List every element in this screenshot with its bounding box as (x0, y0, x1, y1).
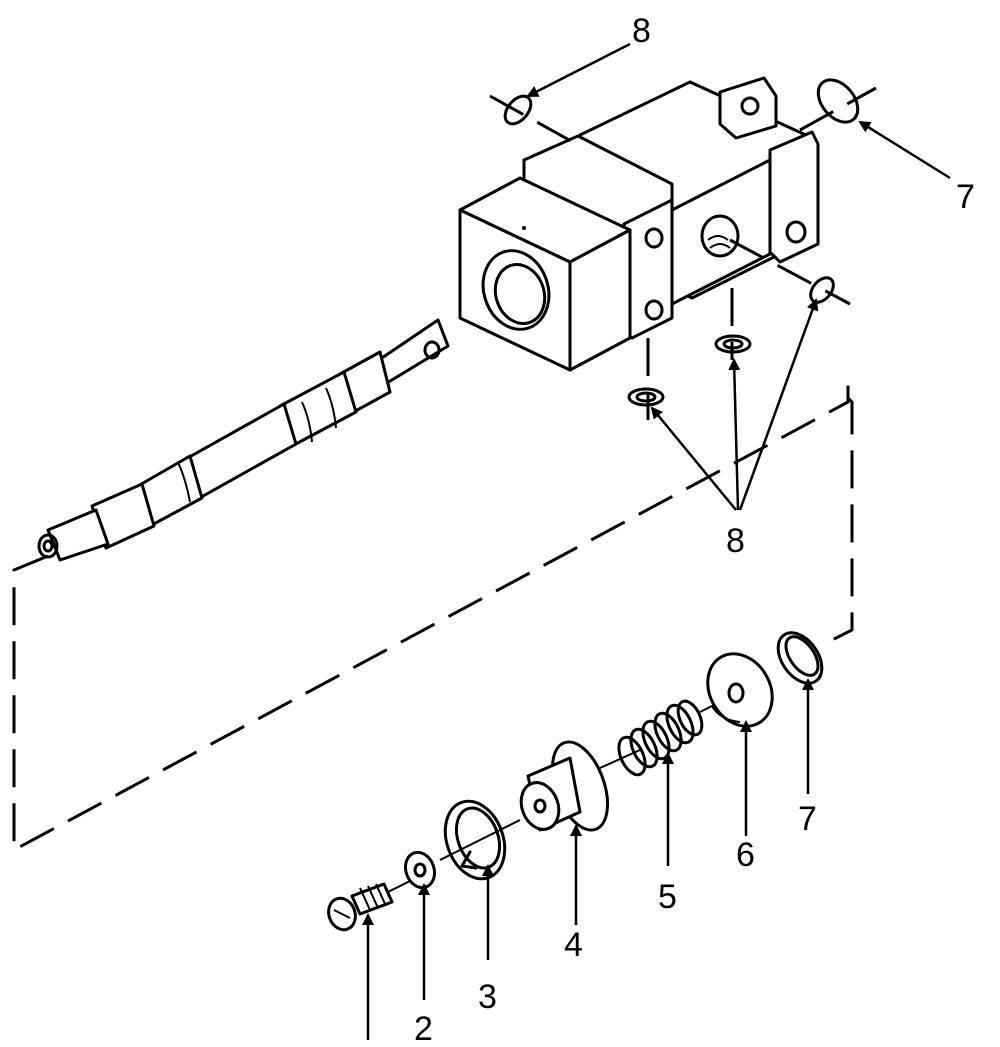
callout-6: 6 (736, 836, 755, 874)
valve-body-housing (458, 76, 820, 372)
callout-8-top: 8 (632, 12, 651, 50)
washer-part-2 (403, 850, 437, 890)
retaining-ring-part-3 (439, 799, 521, 881)
callout-5: 5 (658, 878, 677, 916)
spool-shaft (37, 318, 450, 562)
callout-7-top: 7 (956, 178, 975, 216)
callout-3: 3 (478, 978, 497, 1016)
callout-7-bottom: 7 (798, 800, 817, 838)
o-ring-top-left (489, 94, 581, 148)
assembly-dash-loop (12, 384, 854, 853)
plunger-part-4 (519, 740, 609, 832)
callout-8-middle: 8 (726, 522, 745, 560)
spring-part-5 (599, 699, 717, 777)
o-ring-lower-2 (714, 288, 752, 360)
screw-part-1 (327, 875, 421, 932)
o-ring-top-right-7 (799, 78, 877, 132)
callout-2: 2 (414, 1010, 433, 1047)
callout-4: 4 (564, 926, 583, 964)
spring-seat-part-6 (706, 652, 774, 728)
leader-lines (362, 42, 951, 1040)
o-ring-lower-1 (627, 338, 665, 420)
o-ring-part-7 (776, 631, 824, 685)
